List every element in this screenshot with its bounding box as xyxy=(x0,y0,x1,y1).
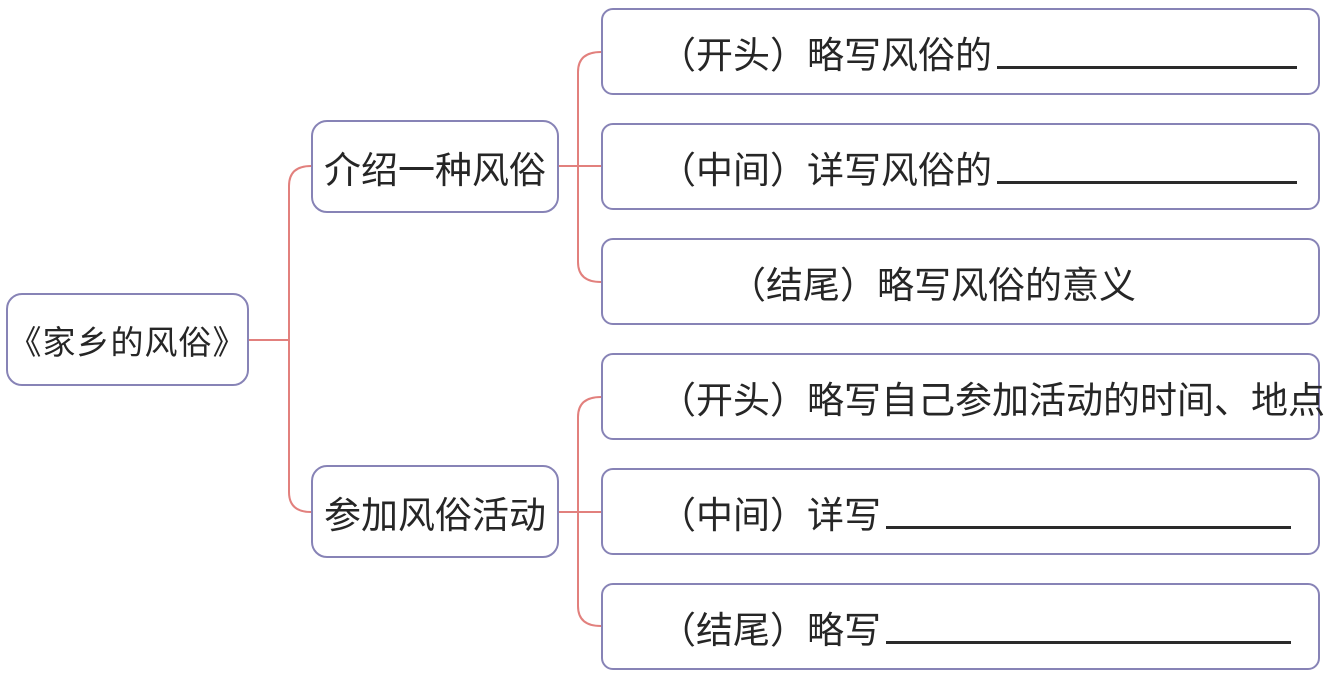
blank-line xyxy=(886,494,1291,529)
blank-line xyxy=(886,609,1291,644)
blank-line xyxy=(997,149,1297,184)
leaf-node-middle-custom: （中间）详写风俗的 xyxy=(601,123,1320,210)
leaf-node-opening-custom: （开头）略写风俗的 xyxy=(601,8,1320,95)
leaf-node-ending-custom: （结尾）略写风俗的意义 xyxy=(601,238,1320,325)
leaf-text: （开头）略写自己参加活动的时间、地点 xyxy=(659,379,1325,421)
branch-node-introduce-custom: 介绍一种风俗 xyxy=(311,120,559,213)
blank-line xyxy=(997,34,1297,69)
connector-branch1-trunk xyxy=(577,51,602,283)
leaf-node-opening-activity: （开头）略写自己参加活动的时间、地点 xyxy=(601,353,1325,440)
leaf-text: （中间）详写风俗的 xyxy=(659,149,992,191)
connector-root-trunk xyxy=(288,165,312,513)
leaf-text: （开头）略写风俗的 xyxy=(659,34,992,76)
branch-label: 介绍一种风俗 xyxy=(324,149,546,191)
branch-label: 参加风俗活动 xyxy=(324,494,546,536)
root-label: 《家乡的风俗》 xyxy=(8,323,247,361)
leaf-node-middle-activity: （中间）详写 xyxy=(601,468,1320,555)
branch-node-join-activity: 参加风俗活动 xyxy=(311,465,559,558)
leaf-text: （中间）详写 xyxy=(659,494,881,536)
leaf-node-ending-activity: （结尾）略写 xyxy=(601,583,1320,670)
leaf-text: （结尾）略写风俗的意义 xyxy=(729,264,1136,306)
root-node: 《家乡的风俗》 xyxy=(6,293,249,386)
connector-branch2-trunk xyxy=(577,396,602,627)
leaf-text: （结尾）略写 xyxy=(659,609,881,651)
